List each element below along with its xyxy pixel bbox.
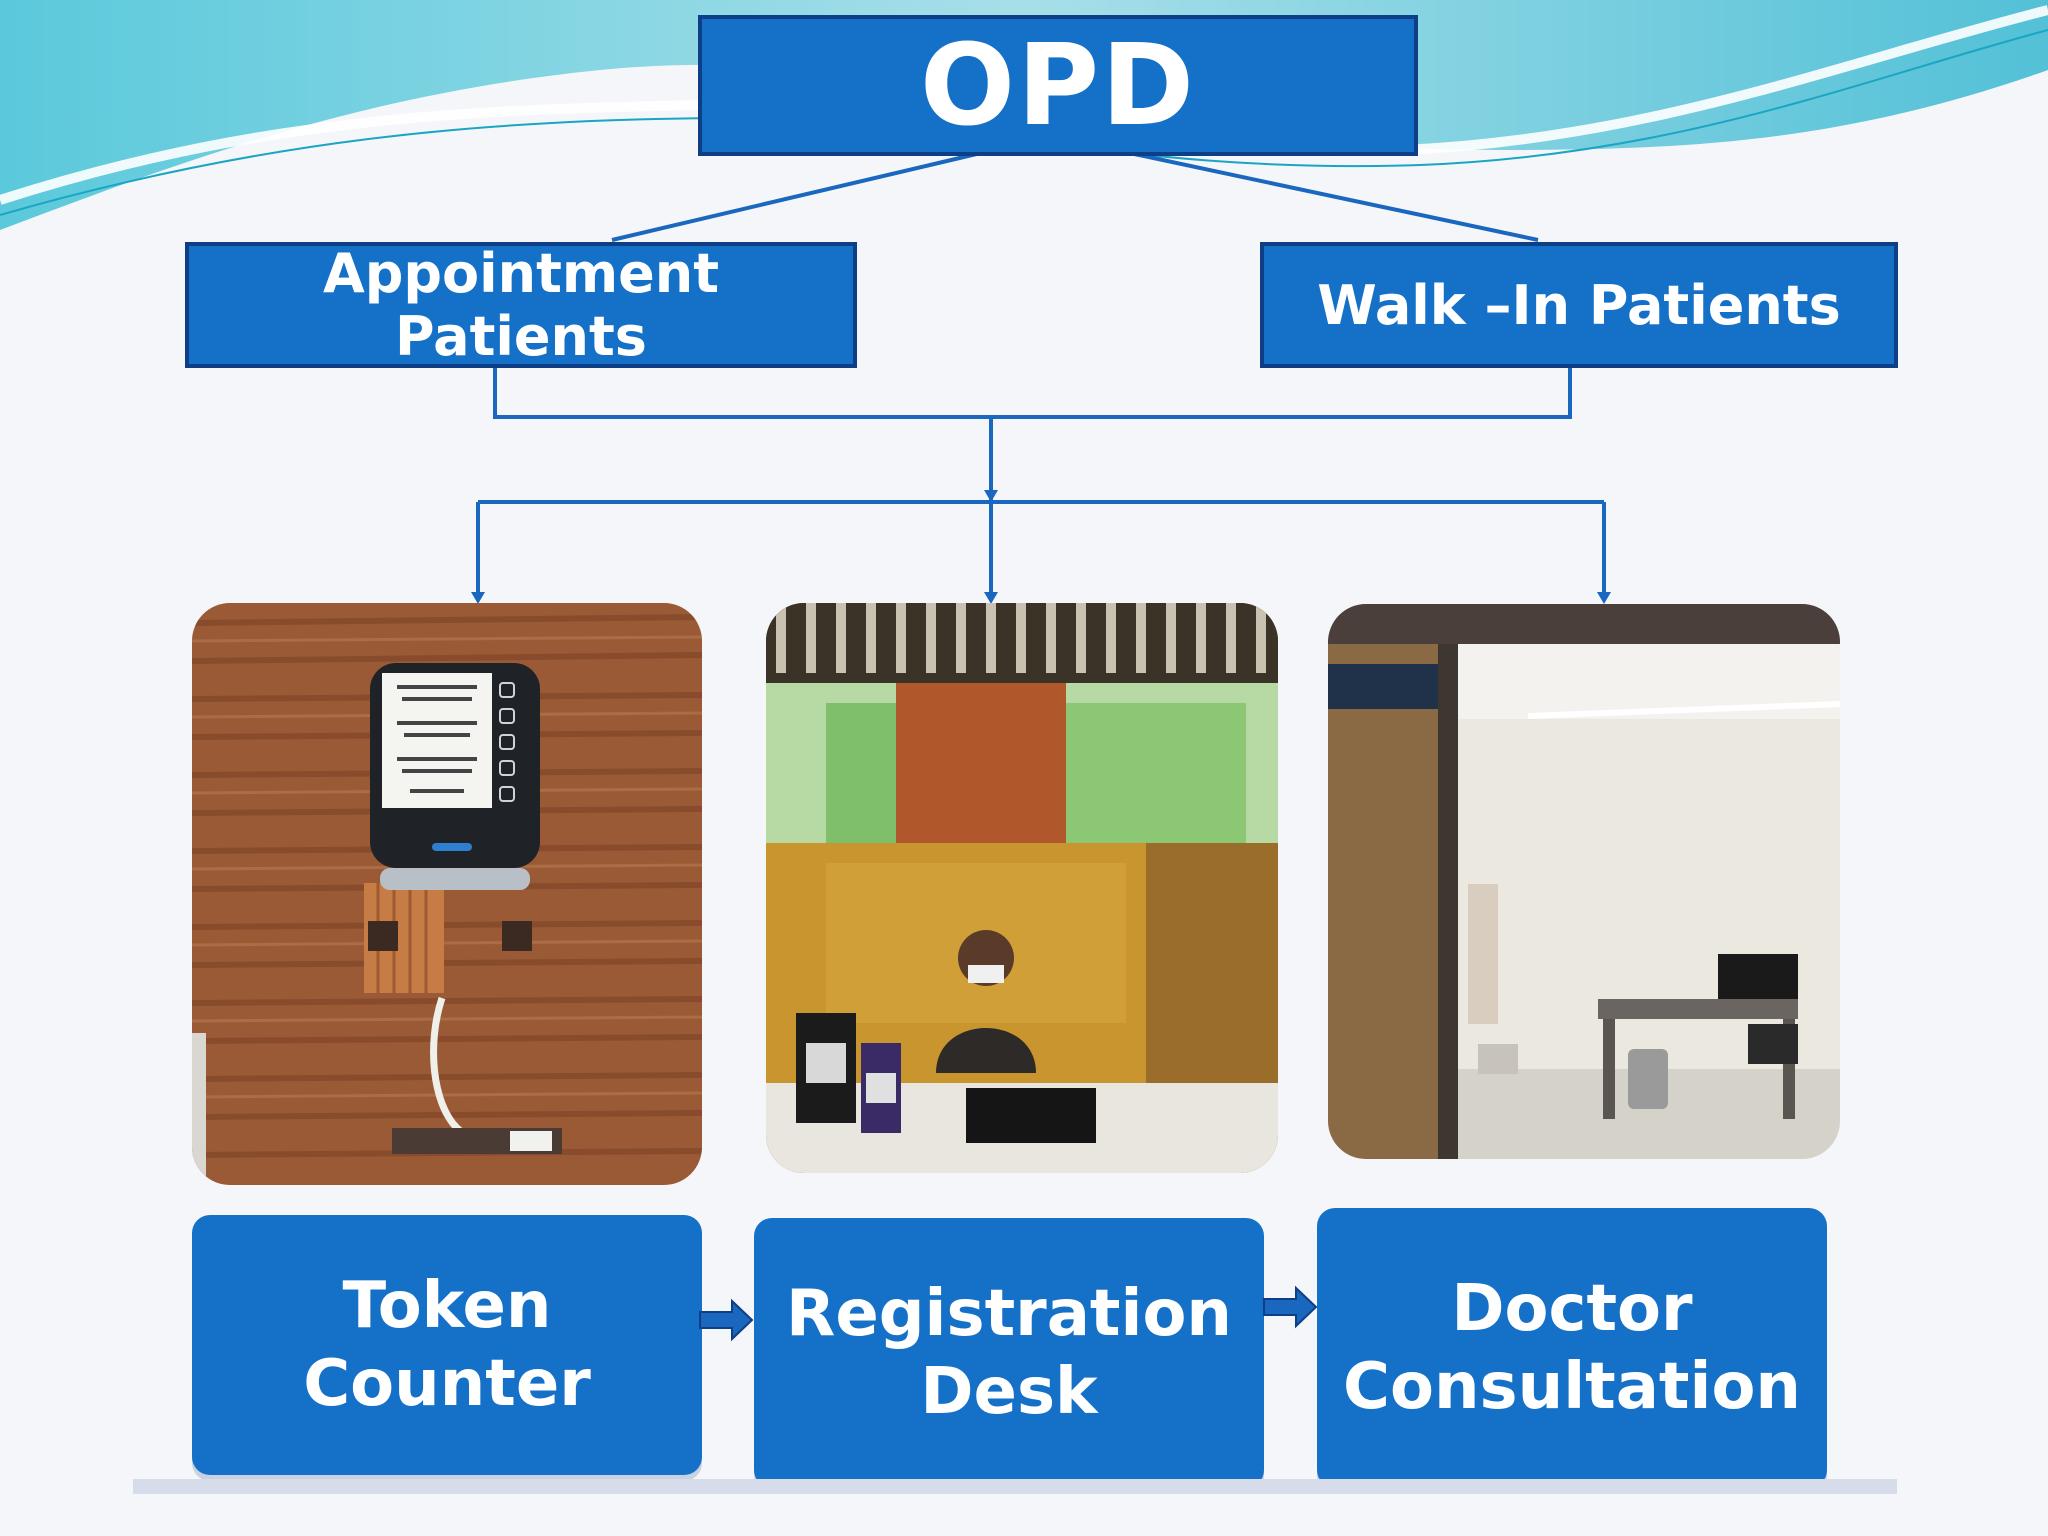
registration-desk-box: Registration Desk bbox=[754, 1218, 1264, 1488]
appointment-patients-box: Appointment Patients bbox=[185, 242, 857, 368]
appointment-patients-label: Appointment Patients bbox=[322, 242, 720, 368]
doctor-consultation-label: Doctor Consultation bbox=[1343, 1271, 1801, 1424]
token-counter-box: Token Counter bbox=[192, 1215, 702, 1475]
registration-desk-label: Registration Desk bbox=[786, 1276, 1232, 1429]
base-shelf bbox=[133, 1479, 1897, 1494]
token-kiosk-photo bbox=[192, 603, 702, 1185]
doctor-consultation-box: Doctor Consultation bbox=[1317, 1208, 1827, 1488]
token-counter-label: Token Counter bbox=[303, 1268, 591, 1421]
walk-in-patients-label: Walk –In Patients bbox=[1317, 273, 1841, 337]
opd-title-box: OPD bbox=[698, 15, 1418, 156]
walk-in-patients-box: Walk –In Patients bbox=[1260, 242, 1898, 368]
opd-title: OPD bbox=[919, 20, 1197, 151]
right-arrow-icon bbox=[699, 1298, 754, 1342]
right-arrow-icon bbox=[1263, 1285, 1318, 1329]
registration-desk-photo bbox=[766, 603, 1278, 1173]
consultation-room-photo bbox=[1328, 604, 1840, 1159]
